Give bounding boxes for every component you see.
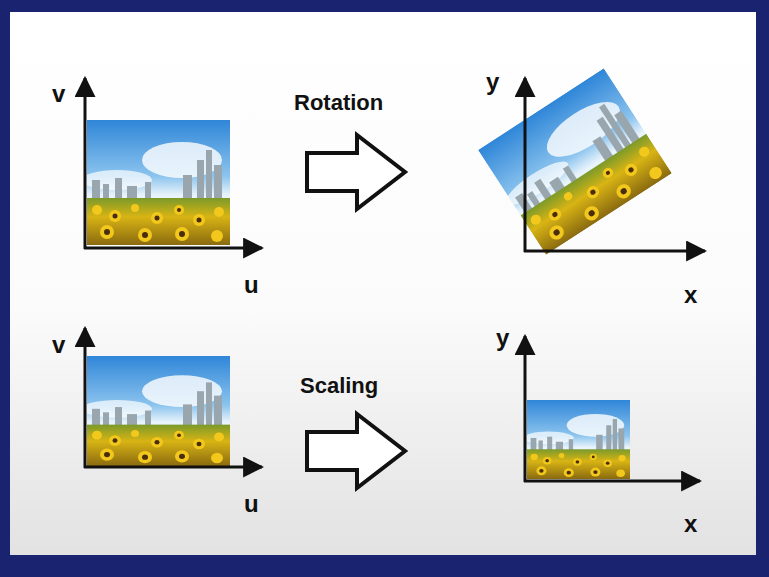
slide-ground xyxy=(10,12,756,555)
source-image xyxy=(82,356,230,466)
axis-label: v xyxy=(52,333,65,357)
axis-label: v xyxy=(52,82,65,106)
transform-name: Rotation xyxy=(294,92,383,114)
axis-label: y xyxy=(496,326,509,350)
axis-label: u xyxy=(244,492,259,516)
axis-label: x xyxy=(684,512,697,536)
source-image xyxy=(82,120,230,245)
axis-label: y xyxy=(486,70,499,94)
rotated-image xyxy=(474,68,672,257)
transform-arrow xyxy=(307,135,405,209)
axis-label: u xyxy=(244,273,259,297)
axis-label: x xyxy=(684,283,697,307)
transform-name: Scaling xyxy=(300,375,378,397)
transform-arrow xyxy=(307,414,405,488)
scaled-image xyxy=(523,400,630,479)
